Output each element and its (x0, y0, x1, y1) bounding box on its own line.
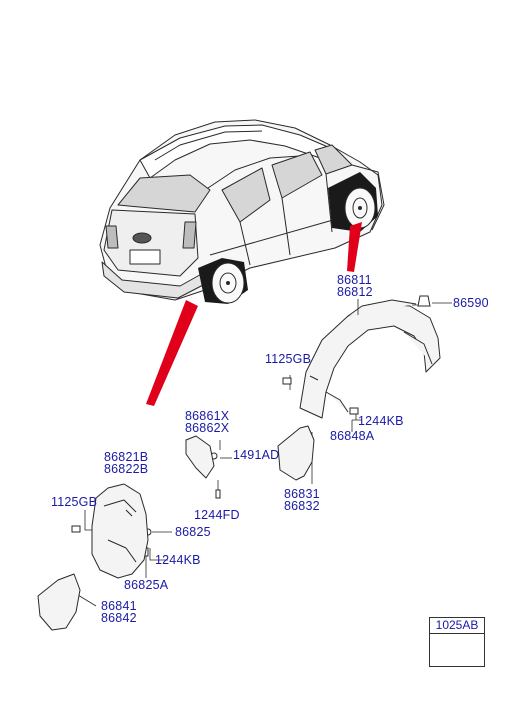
label-86842: 86842 (101, 611, 137, 625)
screw-1125GB-b (71, 525, 81, 533)
label-1244FD: 1244FD (194, 508, 240, 522)
rear-wheel-guard (91, 483, 149, 579)
label-1244KB-front: 1244KB (358, 414, 404, 428)
rear-wheel (198, 258, 248, 304)
mud-guard-bracket (185, 435, 215, 479)
label-1491AD: 1491AD (233, 448, 280, 462)
label-86811: 86811 (337, 273, 372, 287)
label-86821B: 86821B (104, 450, 149, 464)
label-86812: 86812 (337, 285, 373, 299)
label-1125GB-front: 1125GB (265, 352, 312, 366)
label-86862X: 86862X (185, 421, 230, 435)
screw-1244KB-a (349, 407, 359, 415)
front-pointer-wedge (347, 222, 362, 272)
front-mud-guard (277, 425, 315, 481)
screw-1125GB-a (282, 377, 292, 385)
label-1125GB-rear: 1125GB (51, 495, 98, 509)
label-86825A: 86825A (124, 578, 169, 592)
bolt-1244FD (215, 489, 221, 499)
label-86848A: 86848A (330, 429, 375, 443)
clip-86590 (417, 295, 431, 307)
label-86841: 86841 (101, 599, 137, 613)
front-wheel-guard (299, 299, 441, 419)
vehicle-illustration (99, 119, 385, 301)
rear-pointer-wedge (146, 300, 198, 406)
legend-part-code: 1025AB (430, 618, 484, 634)
label-86831: 86831 (284, 487, 320, 501)
label-86825: 86825 (175, 525, 211, 539)
rear-mud-guard (37, 573, 81, 631)
label-86832: 86832 (284, 499, 320, 513)
label-86590: 86590 (453, 296, 489, 310)
part-legend-box: 1025AB (429, 617, 485, 667)
label-1244KB-rear: 1244KB (155, 553, 201, 567)
front-wheel (328, 172, 378, 232)
label-86822B: 86822B (104, 462, 149, 476)
label-86861X: 86861X (185, 409, 230, 423)
